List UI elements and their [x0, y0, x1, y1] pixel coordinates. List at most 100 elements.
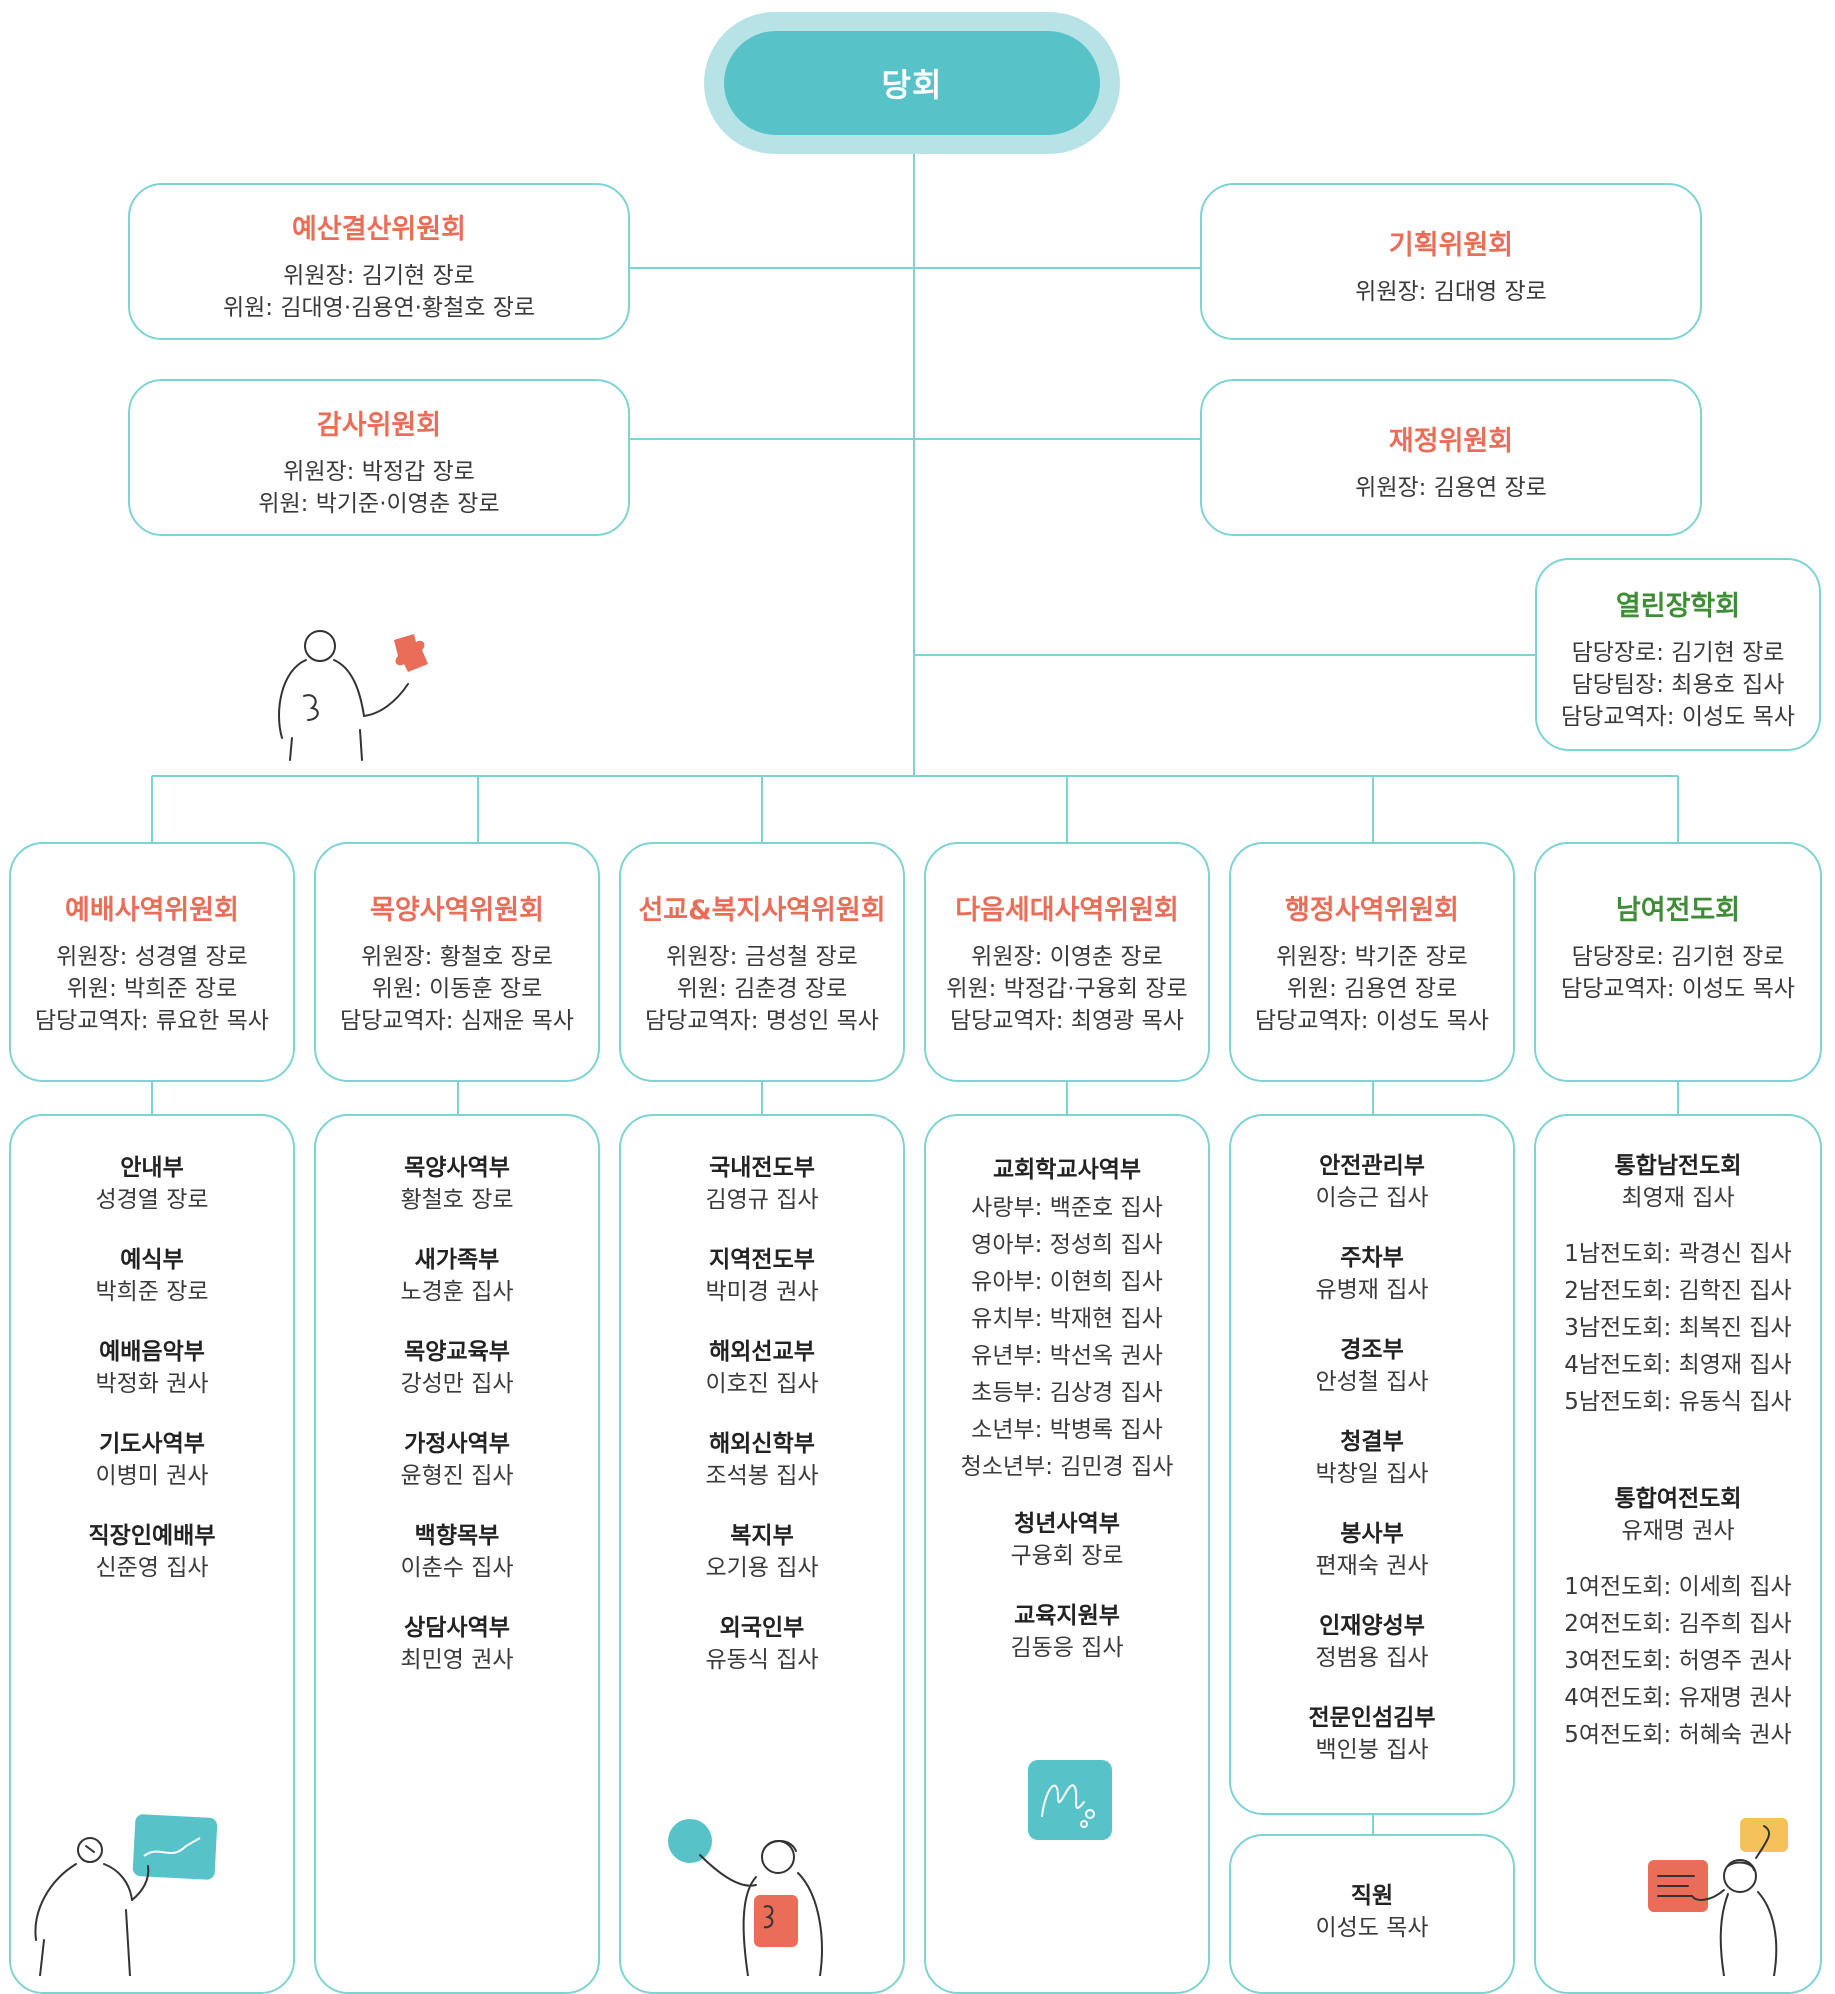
committee-finance[interactable]: 재정위원회 위원장: 김용연 장로: [1200, 379, 1702, 536]
ministry-line: 위원: 이동훈 장로: [371, 976, 543, 1002]
committee-line: 위원장: 김대영 장로: [1355, 279, 1547, 305]
department-name: 직장인예배부: [88, 1523, 216, 1549]
department-head: 편재숙 권사: [1315, 1553, 1429, 1579]
committee-budget[interactable]: 예산결산위원회 위원장: 김기현 장로 위원: 김대영·김용연·황철호 장로: [128, 183, 630, 340]
committee-line: 위원: 김대영·김용연·황철호 장로: [222, 295, 536, 321]
school-division: 영아부: 정성희 집사: [971, 1232, 1163, 1258]
department-name: 지역전도부: [709, 1247, 815, 1273]
department-head: 박희준 장로: [95, 1279, 209, 1305]
ministry-worship[interactable]: 예배사역위원회 위원장: 성경열 장로 위원: 박희준 장로 담당교역자: 류요…: [9, 842, 295, 1082]
department-name: 안내부: [120, 1155, 184, 1181]
department-name: 청년사역부: [1014, 1511, 1120, 1537]
department-head: 윤형진 집사: [400, 1463, 514, 1489]
committee-scholarship[interactable]: 열린장학회 담당장로: 김기현 장로 담당팀장: 최용호 집사 담당교역자: 이…: [1535, 558, 1821, 751]
ministry-title: 목양사역위원회: [370, 895, 544, 926]
department-head: 안성철 집사: [1315, 1369, 1429, 1395]
ministry-next-generation[interactable]: 다음세대사역위원회 위원장: 이영춘 장로 위원: 박정갑·구융회 장로 담당교…: [924, 842, 1210, 1082]
committee-line: 담당교역자: 이성도 목사: [1561, 704, 1795, 730]
ministry-line: 위원장: 박기준 장로: [1276, 944, 1468, 970]
root-node-dangheo[interactable]: 당회: [724, 31, 1100, 135]
department-head: 유동식 집사: [705, 1647, 819, 1673]
ministry-title: 다음세대사역위원회: [955, 895, 1179, 926]
department-name: 기도사역부: [99, 1431, 205, 1457]
department-head: 신준영 집사: [95, 1555, 209, 1581]
committee-title: 기획위원회: [1388, 230, 1514, 261]
department-name: 예식부: [120, 1247, 184, 1273]
committee-line: 위원장: 박정갑 장로: [283, 459, 475, 485]
ministry-title: 예배사역위원회: [65, 895, 239, 926]
committee-line: 위원장: 김용연 장로: [1355, 475, 1547, 501]
ministry-line: 담당교역자: 이성도 목사: [1255, 1008, 1489, 1034]
ministry-title: 행정사역위원회: [1285, 895, 1459, 926]
department-head: 이성도 목사: [1315, 1915, 1429, 1941]
department-head: 이호진 집사: [705, 1371, 819, 1397]
ministry-mission-welfare[interactable]: 선교&복지사역위원회 위원장: 금성철 장로 위원: 김춘경 장로 담당교역자:…: [619, 842, 905, 1082]
evangel-group: 3여전도회: 허영주 권사: [1564, 1648, 1792, 1674]
evangel-group: 5남전도회: 유동식 집사: [1564, 1389, 1792, 1415]
committee-line: 담당팀장: 최용호 집사: [1571, 672, 1785, 698]
ministry-line: 위원: 박정갑·구융회 장로: [946, 976, 1188, 1002]
department-head: 성경열 장로: [95, 1187, 209, 1213]
committee-title: 재정위원회: [1388, 426, 1514, 457]
school-division: 청소년부: 김민경 집사: [960, 1454, 1174, 1480]
department-head: 이승근 집사: [1315, 1185, 1429, 1211]
department-head: 구융회 장로: [1010, 1543, 1124, 1569]
ministry-line: 담당교역자: 명성인 목사: [645, 1008, 879, 1034]
department-name: 상담사역부: [404, 1615, 510, 1641]
department-head: 박창일 집사: [1315, 1461, 1429, 1487]
ministry-evangelism[interactable]: 남여전도회 담당장로: 김기현 장로 담당교역자: 이성도 목사: [1534, 842, 1822, 1082]
committee-title: 예산결산위원회: [292, 214, 466, 245]
department-name: 예배음악부: [99, 1339, 205, 1365]
department-name: 목양사역부: [404, 1155, 510, 1181]
committee-line: 위원: 박기준·이영춘 장로: [258, 491, 500, 517]
department-entry[interactable]: 교회학교사역부 사랑부: 백준호 집사 영아부: 정성희 집사 유아부: 이현희…: [926, 1154, 1208, 1486]
committee-audit[interactable]: 감사위원회 위원장: 박정갑 장로 위원: 박기준·이영춘 장로: [128, 379, 630, 536]
ministry-pastoral[interactable]: 목양사역위원회 위원장: 황철호 장로 위원: 이동훈 장로 담당교역자: 심재…: [314, 842, 600, 1082]
committee-title: 감사위원회: [316, 410, 442, 441]
department-head: 이병미 권사: [95, 1463, 209, 1489]
ministry-line: 담당교역자: 최영광 목사: [950, 1008, 1184, 1034]
evangel-group: 2남전도회: 김학진 집사: [1564, 1278, 1792, 1304]
ministry-line: 위원장: 황철호 장로: [361, 944, 553, 970]
department-head: 유병재 집사: [1315, 1277, 1429, 1303]
ministry-line: 위원: 김춘경 장로: [676, 976, 848, 1002]
department-head: 김동응 집사: [1010, 1635, 1124, 1661]
department-head: 강성만 집사: [400, 1371, 514, 1397]
ministry-administration[interactable]: 행정사역위원회 위원장: 박기준 장로 위원: 김용연 장로 담당교역자: 이성…: [1229, 842, 1515, 1082]
committee-line: 위원장: 김기현 장로: [283, 263, 475, 289]
committee-line: 담당장로: 김기현 장로: [1571, 640, 1785, 666]
evangel-group: 3남전도회: 최복진 집사: [1564, 1315, 1792, 1341]
committee-planning[interactable]: 기획위원회 위원장: 김대영 장로: [1200, 183, 1702, 340]
